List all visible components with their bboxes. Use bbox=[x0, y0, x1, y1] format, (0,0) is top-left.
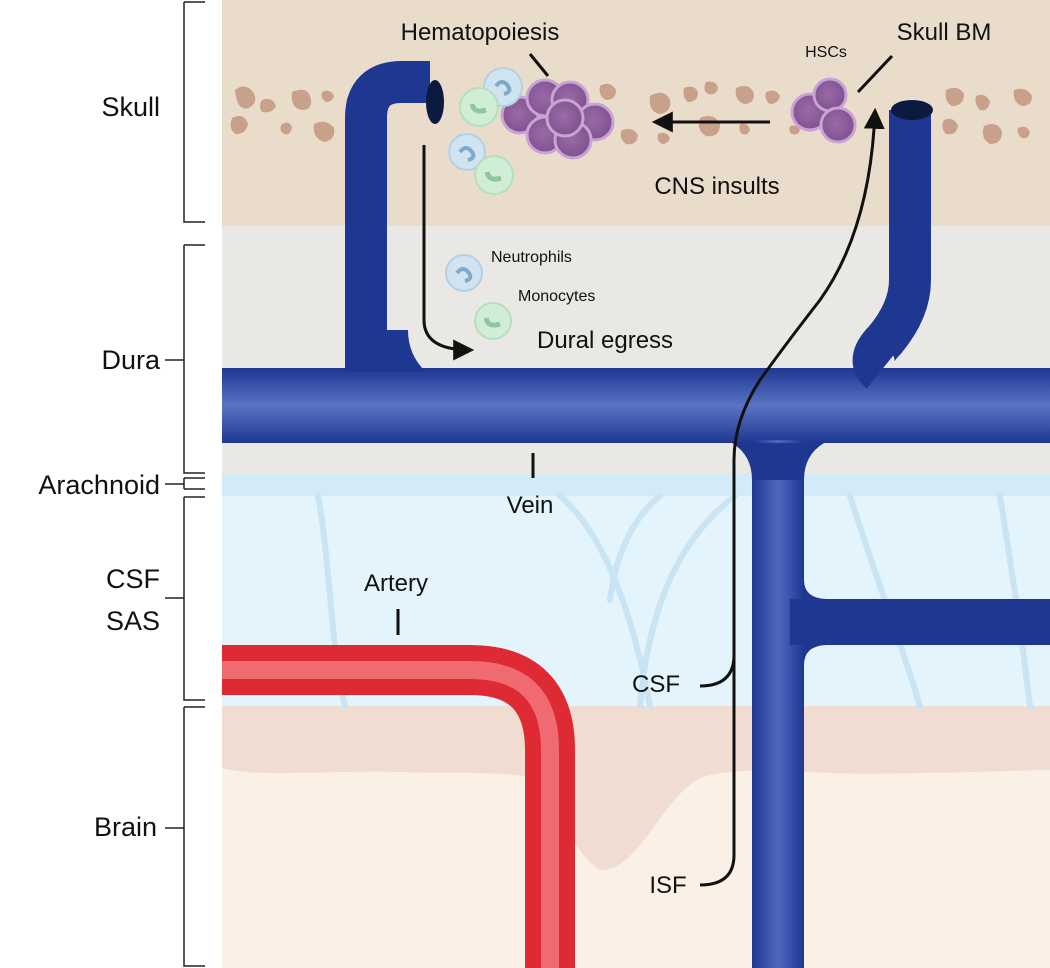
artery-highlight bbox=[222, 661, 559, 968]
sas-vein-junction bbox=[804, 580, 826, 665]
artery-label: Artery bbox=[364, 570, 428, 597]
skull-bm-pointer bbox=[856, 54, 894, 94]
hsc-cluster-left bbox=[500, 78, 615, 160]
dural-egress-label: Dural egress bbox=[537, 327, 673, 354]
hematopoiesis-label: Hematopoiesis bbox=[401, 19, 560, 46]
layer-label-arachnoid: Arachnoid bbox=[38, 470, 160, 500]
hsc-cluster-right bbox=[790, 77, 857, 144]
layer-label-brain: Brain bbox=[94, 812, 157, 842]
csf-isf-flow-line bbox=[699, 107, 885, 887]
layer-label-csf: CSF bbox=[106, 564, 160, 594]
layer-label-dura: Dura bbox=[101, 345, 161, 375]
monocytes-label: Monocytes bbox=[518, 288, 595, 305]
brain-layer-bg bbox=[222, 768, 1050, 968]
vein-label: Vein bbox=[507, 492, 554, 519]
skull-vein-left bbox=[345, 61, 430, 372]
skull-vein-left-flare bbox=[348, 330, 426, 372]
arachnoid-layer-bg bbox=[222, 474, 1050, 496]
cns-insults-label: CNS insults bbox=[654, 173, 779, 200]
layer-label-sas: SAS bbox=[106, 606, 160, 636]
layer-label-skull: Skull bbox=[101, 92, 160, 122]
dural-egress-arrow bbox=[422, 145, 475, 361]
csf-label-connector bbox=[699, 654, 736, 688]
skull-vein-right-opening bbox=[891, 100, 933, 120]
skull-vein-right bbox=[852, 110, 931, 389]
hematopoiesis-pointer bbox=[528, 53, 550, 77]
hscs-label: HSCs bbox=[805, 44, 847, 61]
layer-brackets bbox=[165, 1, 205, 967]
csf-flow-label: CSF bbox=[632, 671, 680, 698]
isf-flow-label: ISF bbox=[649, 872, 686, 899]
neutrophils-label: Neutrophils bbox=[491, 249, 572, 266]
cortical-vein-flare bbox=[732, 443, 824, 480]
dural-sinus-vein bbox=[222, 368, 1050, 443]
cortical-vein bbox=[752, 440, 804, 968]
monocyte-cells bbox=[459, 87, 514, 340]
skull-vein-left-opening bbox=[426, 80, 444, 124]
skull-bm-label: Skull BM bbox=[897, 19, 992, 46]
